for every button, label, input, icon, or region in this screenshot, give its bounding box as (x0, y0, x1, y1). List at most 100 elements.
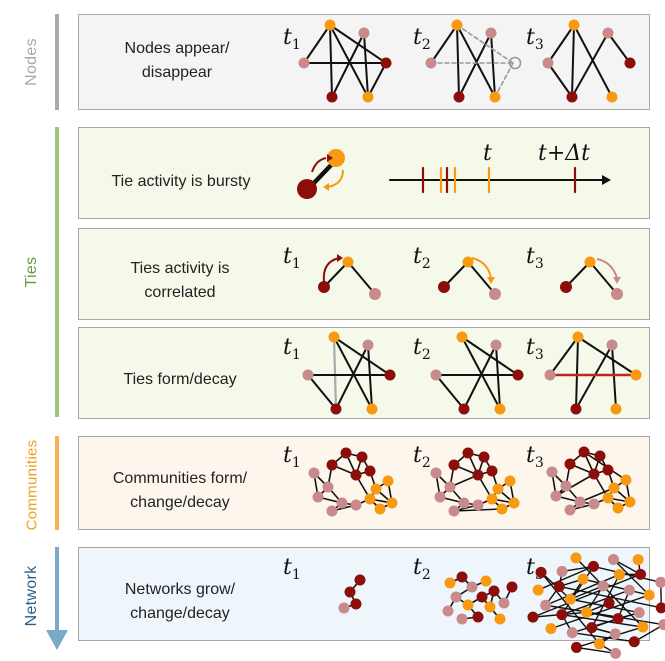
edge (335, 344, 369, 410)
node (472, 469, 484, 481)
node (532, 584, 544, 596)
edge (575, 344, 613, 410)
node (466, 581, 478, 593)
time-label: t1 (283, 244, 301, 272)
node (570, 403, 582, 415)
node (588, 468, 600, 480)
edge (549, 336, 579, 376)
node (489, 91, 501, 103)
node (544, 369, 556, 381)
bursty-arrowhead-dark (327, 154, 333, 162)
node (630, 369, 642, 381)
node (637, 621, 649, 633)
node (450, 591, 462, 603)
edge (495, 344, 501, 410)
node (326, 459, 338, 471)
nodes-panel-text: Nodes appear/ disappear (85, 37, 269, 85)
time-label: t3 (526, 244, 544, 272)
time-label-subscript: 3 (535, 347, 544, 363)
node (442, 605, 454, 617)
edge (367, 62, 387, 98)
edge (463, 344, 497, 410)
node (581, 606, 593, 618)
node (613, 569, 625, 581)
node (356, 451, 368, 463)
node (542, 57, 554, 69)
node (350, 469, 362, 481)
node (456, 613, 468, 625)
edge (310, 159, 337, 187)
node (578, 446, 590, 458)
bursty-panel: Tie activity is bursty (78, 127, 650, 219)
edge (561, 613, 644, 628)
edge (575, 557, 644, 628)
bursty-arrow-orange (327, 169, 344, 188)
time-label-subscript: 2 (422, 37, 431, 53)
node (476, 591, 488, 603)
node (444, 481, 456, 493)
node (609, 628, 621, 640)
edge (329, 24, 387, 64)
node (366, 403, 378, 415)
node (628, 636, 640, 648)
node (472, 611, 484, 623)
node (504, 475, 516, 487)
time-label: t1 (283, 555, 301, 583)
edge (367, 344, 373, 410)
node (434, 491, 446, 503)
node (456, 571, 468, 583)
time-label: t2 (413, 244, 431, 272)
node (546, 466, 558, 478)
edge (607, 32, 631, 64)
edge (532, 573, 642, 618)
node (327, 149, 345, 167)
node (478, 451, 490, 463)
node (456, 331, 468, 343)
time-label-subscript: 3 (535, 256, 544, 272)
networks-text-line2: change/decay (130, 605, 230, 622)
node (425, 57, 437, 69)
time-label-subscript: 1 (292, 37, 301, 53)
node (602, 464, 614, 476)
node (326, 505, 338, 517)
node (577, 573, 589, 585)
node (448, 505, 460, 517)
timeline-arrow-icon (602, 175, 611, 185)
time-label-subscript: 1 (292, 567, 301, 583)
node (344, 586, 356, 598)
node (655, 602, 665, 614)
node (527, 611, 539, 623)
edge (456, 24, 460, 98)
node (632, 554, 644, 566)
edge (589, 261, 618, 295)
edge (537, 565, 595, 591)
corr-arrowhead (337, 254, 343, 262)
edge (456, 24, 514, 64)
node (535, 566, 547, 578)
network-category-bar (55, 547, 59, 637)
node (486, 493, 498, 505)
time-label-subscript: 1 (292, 455, 301, 471)
node (556, 565, 568, 577)
node (570, 552, 582, 564)
nodes-text-line2: disappear (141, 64, 213, 81)
edge (363, 32, 369, 98)
node (610, 403, 622, 415)
node (462, 447, 474, 459)
communities-panel: Communities form/ change/decay (78, 436, 650, 530)
node (606, 339, 618, 351)
time-label: t2 (413, 443, 431, 471)
edge (544, 573, 621, 606)
node (588, 498, 600, 510)
node (298, 57, 310, 69)
node (480, 575, 492, 587)
node (342, 256, 354, 268)
node (386, 497, 398, 509)
node (545, 623, 557, 635)
edge (575, 646, 617, 655)
corr-arrowhead (487, 277, 495, 284)
node (574, 496, 586, 508)
node (550, 490, 562, 502)
node (350, 598, 362, 610)
node (566, 627, 578, 639)
